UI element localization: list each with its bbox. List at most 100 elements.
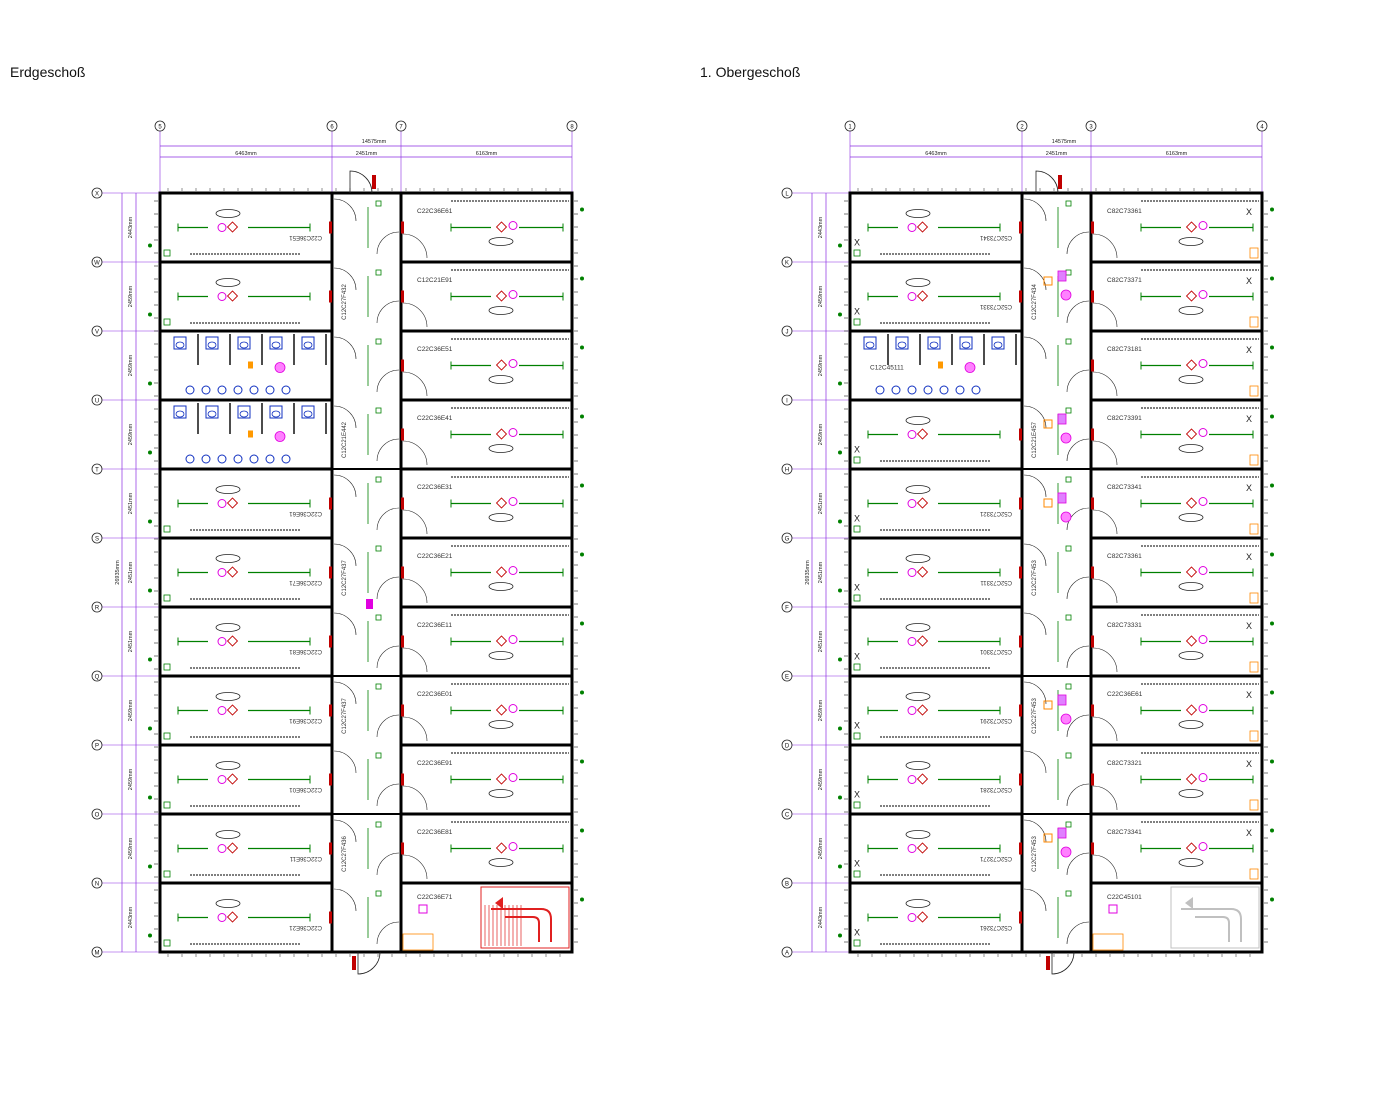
grid-bubble [781,601,793,613]
grid-label: 7 [399,125,403,131]
sanitary-room [173,334,327,395]
room-right: C22C36E41 [401,407,569,466]
symbol-circle [907,637,917,646]
door-swing [1092,371,1118,397]
door-swing [376,369,400,393]
switch-marker [853,525,861,533]
table-ellipse [488,858,514,867]
washbasin-icon [875,385,885,395]
room-right: C22C36E71 [402,886,570,951]
door-swing [333,336,357,360]
cross-marker: X [854,307,860,317]
symbol-diamond [226,290,239,302]
table-ellipse [488,720,514,729]
grid-label: 6 [330,125,334,131]
symbol-circle [217,637,227,646]
grid-label: 3 [1089,125,1093,131]
sensor-marker [375,545,382,552]
segment-dimension: 2451mm [356,151,378,157]
sensor-marker [1065,476,1072,483]
symbol-circle [1198,566,1208,575]
outlet-marker [580,828,584,833]
outlet-marker [838,243,842,248]
door-mark [1091,428,1094,441]
room-right: C22C45101 [1092,886,1260,951]
symbol-diamond [916,773,929,785]
symbol-diamond [916,290,929,302]
toilet-bowl [865,341,875,349]
sensor-marker [375,476,382,483]
stair-handrail [1195,916,1230,942]
sensor-marker [375,821,382,828]
grid-bubble [781,877,793,889]
room-left: C22C36E91 [163,692,332,740]
cross-marker: X [1246,483,1252,493]
symbol-circle [907,913,917,922]
symbol-circle [217,499,227,508]
door-swing [376,231,400,255]
grid-label: 1 [848,125,852,131]
sensor-marker [375,614,382,621]
room-code: C22C36E91 [417,760,453,767]
door-mark [352,956,356,970]
stair-arrow [1185,897,1193,909]
grid-label: U [95,399,99,405]
grid-bubble [91,256,103,268]
outlet-marker [580,207,584,212]
symbol-diamond [495,290,508,302]
toilet-icon [173,405,187,419]
symbol-marker [1043,419,1053,429]
stair-handrail [505,916,540,942]
table-ellipse [905,761,931,770]
table-ellipse [488,513,514,522]
symbol-circle [1198,359,1208,368]
symbol-circle [217,568,227,577]
washbasin-icon [955,385,965,395]
washbasin-icon [891,385,901,395]
overall-dimension: 14575mm [362,139,387,145]
room-code: C52C73271 [979,855,1012,861]
cross-marker: X [854,721,860,731]
row-dimension: 2451mm [818,630,824,652]
room-code: C12C45111 [870,365,904,372]
grid-bubble [91,325,103,337]
door-mark [1058,175,1062,189]
symbol-circle [508,566,518,575]
grid-bubble [1256,120,1268,132]
row-dimension: 2443mm [818,906,824,928]
room-left: C22C36E01 [163,761,332,809]
room-right: C12C21E91 [401,269,569,328]
cabinet-marker [1249,454,1259,466]
corridor-code: C12C27F453 [1032,559,1038,595]
symbol-circle [508,359,518,368]
outlet-marker [1270,552,1274,557]
symbol-diamond [495,842,508,854]
sensor-marker [1065,752,1072,759]
washbasin-icon [217,385,227,395]
room-code: C52C73321 [979,510,1012,516]
door-mark [401,221,404,234]
grid-bubble [781,394,793,406]
corridor-code: C12C21E457 [1032,421,1038,458]
door-mark [401,566,404,579]
grid-bubble [91,187,103,199]
symbol-circle [508,635,518,644]
toilet-bowl [303,341,313,349]
cross-marker: X [1246,276,1252,286]
table-ellipse [215,899,241,908]
grid-bubble [91,808,103,820]
door-swing [1066,576,1090,600]
symbol-marker [1057,492,1067,504]
symbol-marker [1057,413,1067,425]
cross-marker: X [854,859,860,869]
switch-marker [853,801,861,809]
doorframe [402,933,434,951]
door-mark [1019,842,1022,855]
corridor-code: C12C27F453 [1032,835,1038,871]
symbol-diamond [916,497,929,509]
toilet-icon [173,336,187,350]
washbasin-icon [185,454,195,464]
